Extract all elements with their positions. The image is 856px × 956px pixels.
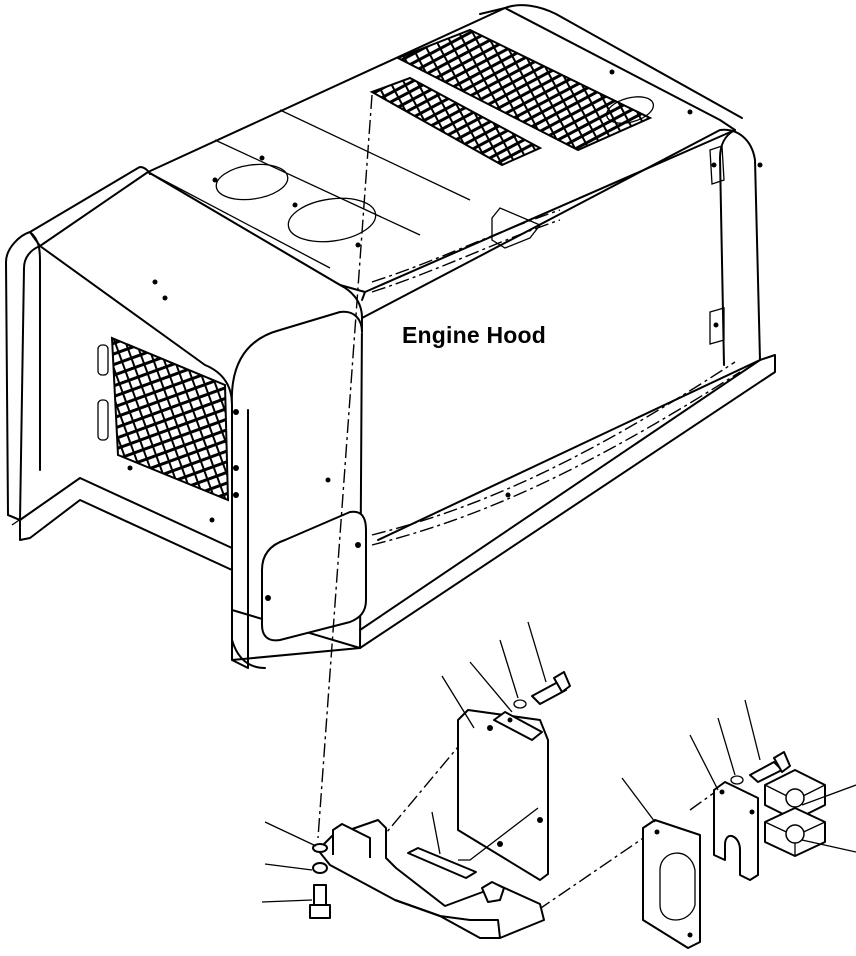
engine-hood — [5, 4, 776, 669]
engine-hood-label: Engine Hood — [402, 322, 547, 348]
leader-lines — [261, 621, 856, 903]
mounting-parts — [309, 671, 826, 949]
